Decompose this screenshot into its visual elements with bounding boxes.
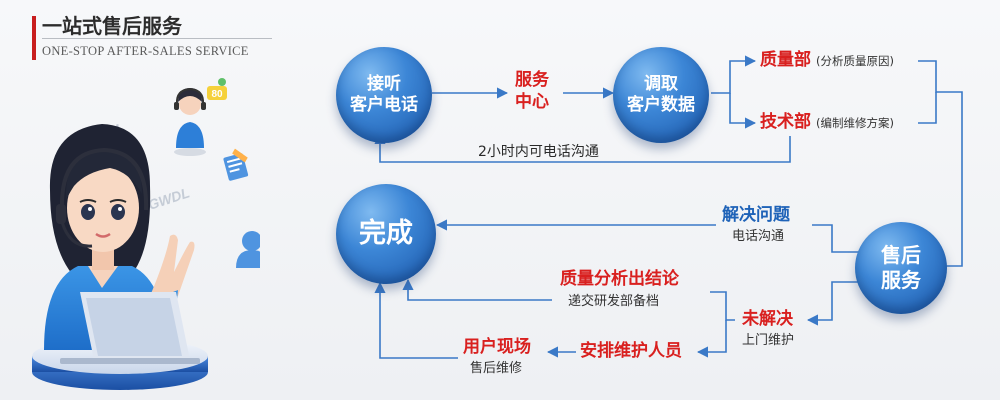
agent-figure	[44, 124, 200, 364]
line-unsolved-bracket	[710, 291, 735, 321]
line-aftersales-to-solved	[812, 224, 868, 253]
label-quality-analysis-sub: 递交研发部备档	[568, 294, 660, 309]
header-accent-bar	[32, 16, 36, 60]
label-onsite: 用户现场	[463, 337, 531, 357]
label-service-center-1: 服务	[515, 70, 549, 90]
node-fetch-line2: 客户数据	[627, 95, 695, 115]
node-aftersales-line1: 售后	[881, 243, 921, 267]
arrow-fetch-to-tech	[729, 93, 757, 129]
label-two-hour: 2小时内可电话沟通	[478, 144, 599, 160]
avatar-badge-text: 80	[211, 89, 223, 100]
arrow-unsolved-to-arrange	[696, 320, 727, 358]
label-unsolved-sub: 上门维护	[742, 333, 795, 348]
node-aftersales-line2: 服务	[881, 268, 921, 292]
label-solved-sub: 电话沟通	[732, 229, 785, 244]
arrow-fetch-to-quality	[711, 55, 757, 94]
node-receive-line2: 客户电话	[350, 95, 418, 115]
label-quality-note: (分析质量原因)	[816, 54, 894, 68]
label-tech-note: (编制维修方案)	[816, 116, 894, 130]
node-receive-line1: 接听	[367, 73, 401, 94]
page-title: 一站式售后服务	[42, 14, 182, 38]
page-subtitle: ONE-STOP AFTER-SALES SERVICE	[42, 44, 249, 58]
node-done-label: 完成	[359, 218, 413, 250]
headset-user-icon	[236, 231, 260, 268]
label-service-center-2: 中心	[515, 92, 549, 112]
node-receive-call: 接听 客户电话	[336, 47, 432, 143]
header-rule	[42, 38, 272, 39]
label-solved: 解决问题	[722, 205, 790, 225]
arrow-analysis-to-done	[402, 278, 552, 301]
label-quality-analysis: 质量分析出结论	[560, 269, 679, 289]
line-tech-to-aftersales	[918, 92, 937, 124]
arrow-aftersales-to-unsolved	[806, 281, 868, 326]
label-unsolved: 未解决	[742, 309, 793, 329]
node-aftersales: 售后 服务	[855, 222, 947, 314]
label-quality-dept: 质量部	[760, 50, 811, 70]
line-quality-to-aftersales	[918, 60, 963, 267]
arrow-onsite-to-done	[374, 281, 458, 359]
node-fetch-data: 调取 客户数据	[613, 47, 709, 143]
agent-illustration: GWDL GWDL 80	[32, 78, 260, 390]
clipboard-icon	[223, 148, 249, 181]
label-tech-dept: 技术部	[760, 112, 811, 132]
label-onsite-sub: 售后维修	[470, 361, 523, 376]
support-avatar-icon: 80	[174, 78, 227, 156]
node-fetch-line1: 调取	[644, 73, 678, 94]
node-done: 完成	[336, 184, 436, 284]
arrow-tech-to-receive	[374, 132, 791, 163]
label-arrange: 安排维护人员	[580, 341, 682, 361]
